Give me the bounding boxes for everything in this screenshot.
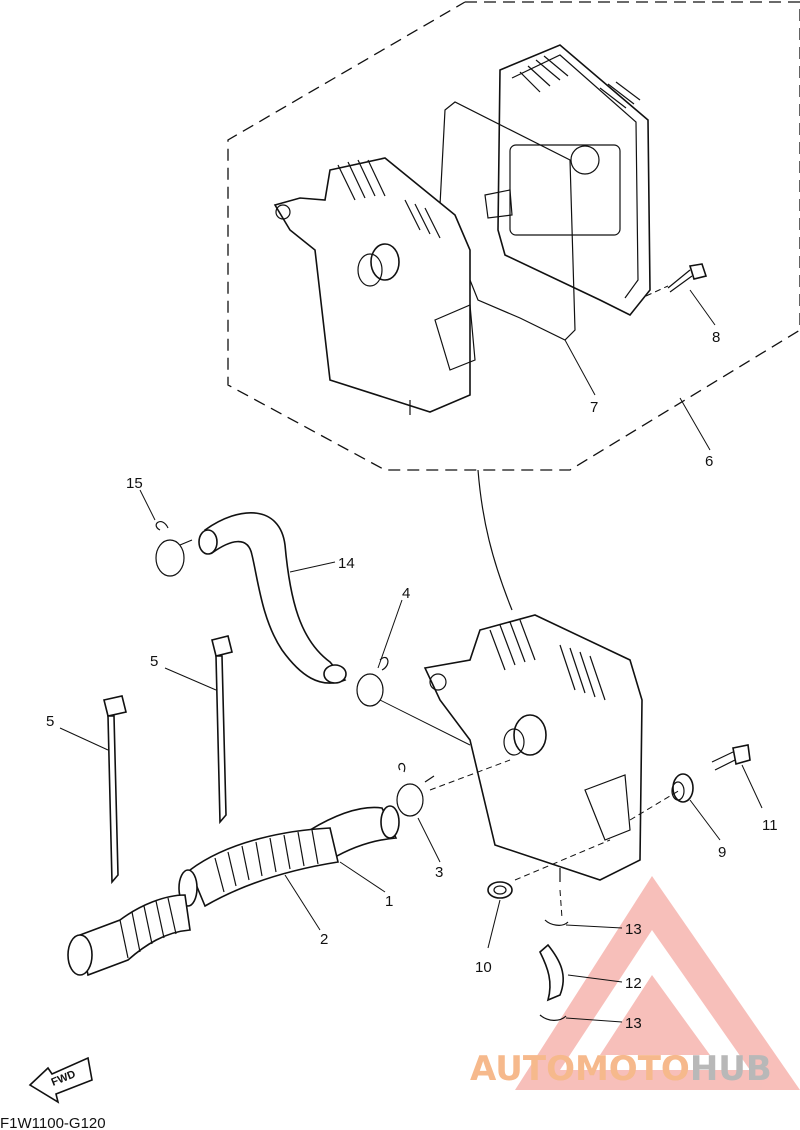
callout-1: 1 bbox=[385, 893, 393, 910]
callout-13-bottom: 13 bbox=[625, 1015, 642, 1032]
callout-14: 14 bbox=[338, 555, 355, 572]
grommet-10 bbox=[487, 881, 513, 899]
clip-3 bbox=[396, 762, 435, 817]
callout-8: 8 bbox=[712, 329, 720, 346]
callout-6: 6 bbox=[705, 453, 713, 470]
callout-11: 11 bbox=[762, 817, 778, 834]
callout-5-right: 5 bbox=[150, 653, 158, 670]
watermark-text: AUTOMOTOHUB bbox=[470, 1049, 772, 1089]
clip-15 bbox=[155, 521, 193, 577]
watermark-logo bbox=[515, 876, 800, 1090]
diagram-code: F1W1100-G120 bbox=[0, 1115, 106, 1130]
cooling-box-top bbox=[273, 157, 476, 415]
cable-tie-left bbox=[103, 695, 127, 885]
bolt-11 bbox=[711, 744, 751, 771]
callout-10: 10 bbox=[475, 959, 492, 976]
callout-12: 12 bbox=[625, 975, 642, 992]
cooling-cover-rear bbox=[484, 44, 651, 317]
callout-9: 9 bbox=[718, 844, 726, 861]
callout-5-left: 5 bbox=[46, 713, 54, 730]
hose-14 bbox=[198, 512, 347, 684]
leader-lines bbox=[59, 285, 763, 1023]
callout-15: 15 bbox=[126, 475, 143, 492]
callout-7: 7 bbox=[590, 399, 598, 416]
fwd-arrow-icon: FWD bbox=[28, 1056, 93, 1104]
cooling-box-bottom bbox=[423, 614, 643, 882]
callout-3: 3 bbox=[435, 864, 443, 881]
grommet-9 bbox=[671, 773, 694, 803]
bolt-8 bbox=[667, 263, 708, 293]
callout-2: 2 bbox=[320, 931, 328, 948]
hose-12 bbox=[539, 919, 569, 1021]
callout-13-top: 13 bbox=[625, 921, 642, 938]
cable-tie-right bbox=[211, 635, 233, 825]
callout-4: 4 bbox=[402, 585, 410, 602]
clip-4 bbox=[356, 656, 389, 707]
hose-2 bbox=[67, 827, 339, 977]
